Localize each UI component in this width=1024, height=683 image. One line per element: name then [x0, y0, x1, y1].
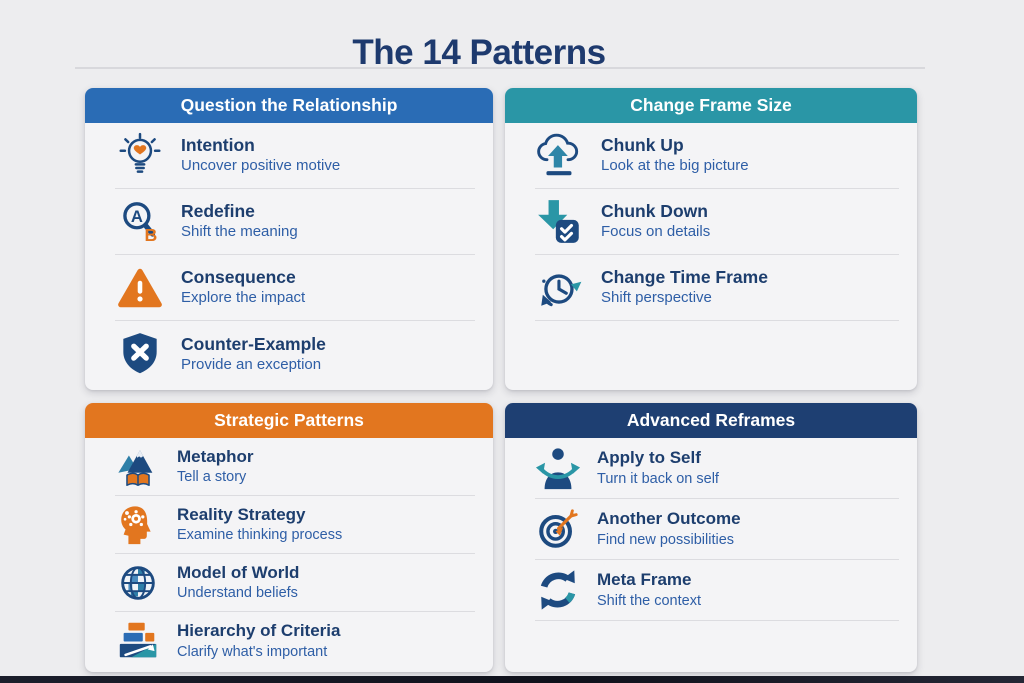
- pattern-title: Reality Strategy: [177, 504, 306, 524]
- card-body: Metaphor Tell a story Reality Strategy: [85, 438, 493, 670]
- card-advanced-reframes: Advanced Reframes Apply to Self Turn it …: [505, 403, 917, 672]
- list-item: Chunk Down Focus on details: [535, 189, 899, 255]
- card-body: Chunk Up Look at the big picture Chunk D…: [505, 123, 917, 321]
- pattern-subtitle: Find new possibilities: [597, 531, 735, 548]
- list-item: Chunk Up Look at the big picture: [535, 123, 899, 189]
- mountain-book-icon: [115, 444, 161, 490]
- list-item: Metaphor Tell a story: [115, 438, 475, 496]
- pattern-subtitle: Turn it back on self: [597, 470, 719, 487]
- card-body: Apply to Self Turn it back on self Anoth…: [505, 438, 917, 621]
- target-dart-icon: [535, 506, 581, 552]
- pattern-subtitle: Uncover positive motive: [181, 157, 341, 175]
- list-item: Intention Uncover positive motive: [115, 123, 475, 189]
- title-divider: [75, 67, 925, 69]
- card-header: Strategic Patterns: [85, 403, 493, 438]
- globe-icon: [115, 560, 161, 606]
- stacked-blocks-icon: [115, 618, 161, 664]
- clock-arrows-icon: [535, 263, 585, 313]
- pattern-subtitle: Shift the meaning: [181, 223, 298, 241]
- head-gears-icon: [115, 502, 161, 548]
- svg-text:B: B: [145, 224, 158, 244]
- magnifier-ab-icon: A B: [115, 197, 165, 247]
- list-item: Meta Frame Shift the context: [535, 560, 899, 621]
- pattern-subtitle: Shift the context: [597, 592, 701, 609]
- bottom-edge-bar: [0, 676, 1024, 683]
- pattern-subtitle: Focus on details: [601, 223, 711, 241]
- pattern-title: Change Time Frame: [601, 267, 768, 288]
- pattern-subtitle: Examine thinking process: [177, 527, 343, 544]
- pattern-subtitle: Explore the impact: [181, 289, 306, 307]
- pattern-title: Redefine: [181, 201, 255, 222]
- cycle-arrows-icon: [535, 567, 581, 613]
- pattern-title: Meta Frame: [597, 570, 692, 590]
- person-arrows-icon: [535, 445, 581, 491]
- pattern-subtitle: Clarify what's important: [177, 643, 328, 660]
- pattern-title: Chunk Down: [601, 201, 708, 222]
- card-question-the-relationship: Question the Relationship Intention Unco…: [85, 88, 493, 390]
- pattern-subtitle: Shift perspective: [601, 289, 712, 307]
- card-change-frame-size: Change Frame Size Chunk Up Look at the b…: [505, 88, 917, 390]
- list-item: Reality Strategy Examine thinking proces…: [115, 496, 475, 554]
- pattern-title: Metaphor: [177, 446, 254, 466]
- card-header: Question the Relationship: [85, 88, 493, 123]
- card-strategic-patterns: Strategic Patterns Metaphor Tell a story: [85, 403, 493, 672]
- list-item: Apply to Self Turn it back on self: [535, 438, 899, 499]
- svg-text:A: A: [131, 207, 143, 226]
- list-item: A B Redefine Shift the meaning: [115, 189, 475, 255]
- pattern-subtitle: Look at the big picture: [601, 157, 749, 175]
- shield-x-icon: [115, 329, 165, 379]
- card-header: Advanced Reframes: [505, 403, 917, 438]
- list-item: Consequence Explore the impact: [115, 255, 475, 321]
- page-title: The 14 Patterns: [352, 33, 606, 73]
- list-item: Another Outcome Find new possibilities: [535, 499, 899, 560]
- list-item: Hierarchy of Criteria Clarify what's imp…: [115, 612, 475, 670]
- pattern-title: Model of World: [177, 562, 300, 582]
- pattern-subtitle: Provide an exception: [181, 355, 322, 373]
- lightbulb-heart-icon: [115, 131, 165, 181]
- down-arrow-checklist-icon: [535, 197, 585, 247]
- list-item: Change Time Frame Shift perspective: [535, 255, 899, 321]
- pattern-subtitle: Understand beliefs: [177, 585, 298, 602]
- pattern-title: Another Outcome: [597, 509, 741, 529]
- pattern-title: Chunk Up: [601, 135, 684, 156]
- card-body: Intention Uncover positive motive A B Re…: [85, 123, 493, 387]
- pattern-title: Hierarchy of Criteria: [177, 621, 341, 641]
- cloud-up-arrow-icon: [535, 131, 585, 181]
- pattern-title: Counter-Example: [181, 333, 326, 354]
- pattern-title: Intention: [181, 135, 255, 156]
- card-header: Change Frame Size: [505, 88, 917, 123]
- pattern-title: Consequence: [181, 267, 296, 288]
- pattern-title: Apply to Self: [597, 448, 701, 468]
- pattern-subtitle: Tell a story: [177, 469, 247, 486]
- list-item: Counter-Example Provide an exception: [115, 321, 475, 387]
- warning-triangle-icon: [115, 263, 165, 313]
- list-item: Model of World Understand beliefs: [115, 554, 475, 612]
